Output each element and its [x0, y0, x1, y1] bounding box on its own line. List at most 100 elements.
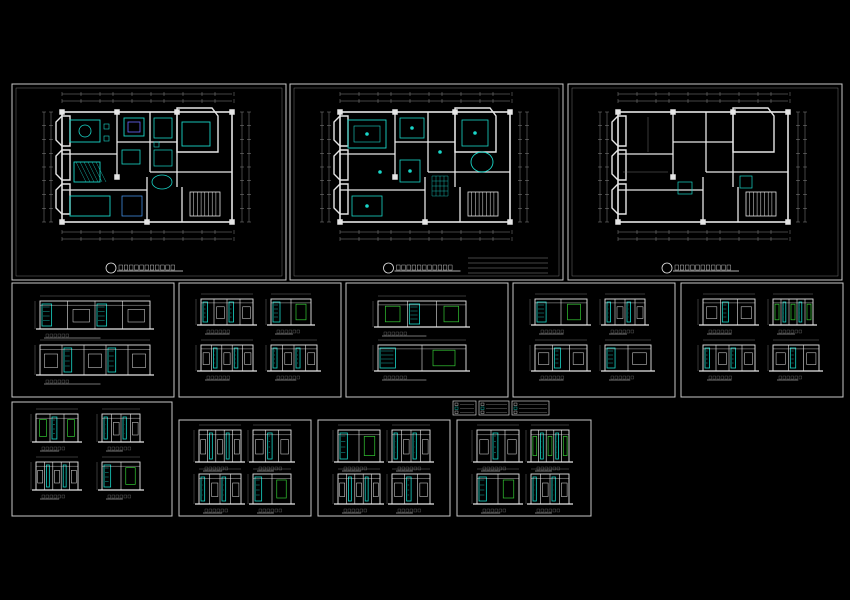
- column: [144, 219, 150, 225]
- caption-glyph: [786, 375, 790, 380]
- elevation-sheet-5: [680, 282, 844, 398]
- caption-glyph: [552, 375, 556, 380]
- caption-glyph: [417, 466, 421, 471]
- caption-glyph: [220, 508, 224, 513]
- drawing-title: [383, 262, 461, 274]
- caption-glyph: [45, 379, 49, 384]
- caption-glyph: [548, 508, 552, 513]
- caption-glyph: [216, 508, 220, 513]
- caption-glyph: [351, 466, 355, 471]
- elevation-sheet-4: [512, 282, 676, 398]
- caption-glyph: [383, 331, 387, 336]
- cyan-panel: [798, 301, 803, 323]
- caption-glyph: [284, 375, 288, 380]
- cyan-panel: [626, 301, 631, 323]
- title-glyph: [680, 264, 685, 271]
- caption-glyph: [262, 466, 266, 471]
- caption-glyph: [391, 375, 395, 380]
- elevation-drawing: [30, 408, 82, 452]
- caption-glyph: [214, 329, 218, 334]
- bay-window: [611, 149, 627, 181]
- caption-glyph: [622, 375, 626, 380]
- caption-glyph: [798, 329, 802, 334]
- light-fixture: [378, 170, 382, 174]
- door-frame: [479, 439, 489, 455]
- cyan-panel: [393, 432, 398, 460]
- title-glyph: [170, 264, 175, 271]
- cyan-panel: [225, 432, 230, 460]
- caption-glyph: [778, 329, 782, 334]
- caption-glyph: [387, 375, 391, 380]
- green-panel: [532, 436, 538, 456]
- ceiling-fixtures: [347, 117, 494, 217]
- title-glyph: [700, 264, 705, 271]
- cyan-panel: [379, 347, 396, 369]
- caption-glyph: [41, 446, 45, 451]
- door-frame: [88, 353, 102, 368]
- caption-glyph: [486, 466, 490, 471]
- caption-glyph: [45, 494, 49, 499]
- door-frame: [242, 306, 251, 319]
- caption-glyph: [720, 375, 724, 380]
- hatch: [79, 161, 91, 183]
- elevation-drawing: [195, 339, 257, 381]
- caption-glyph: [115, 446, 119, 451]
- caption-glyph: [614, 329, 618, 334]
- caption-glyph: [630, 329, 634, 334]
- column: [174, 109, 180, 115]
- caption-glyph: [222, 329, 226, 334]
- cyan-panel: [536, 301, 547, 323]
- caption-glyph: [210, 329, 214, 334]
- caption-glyph: [218, 329, 222, 334]
- caption-glyph: [343, 508, 347, 513]
- sheet-border: [317, 419, 451, 517]
- green-panel: [276, 479, 287, 499]
- hatch: [83, 161, 95, 183]
- caption-glyph: [258, 466, 262, 471]
- caption-glyph: [57, 494, 61, 499]
- caption-glyph: [403, 331, 407, 336]
- floor-plan-row: [11, 83, 843, 281]
- caption-glyph: [61, 446, 65, 451]
- elevation-sheet-3: [345, 282, 509, 398]
- caption-glyph: [343, 466, 347, 471]
- caption-glyph: [708, 329, 712, 334]
- caption-glyph: [292, 375, 296, 380]
- caption-glyph: [292, 329, 296, 334]
- caption-glyph: [724, 329, 728, 334]
- caption-glyph: [482, 466, 486, 471]
- door-frame: [507, 439, 517, 455]
- title-marker: [383, 262, 394, 274]
- legend-symbol: [454, 410, 459, 414]
- caption-glyph: [274, 508, 278, 513]
- ceiling-panel: [399, 159, 421, 183]
- sheet-border: [178, 419, 312, 517]
- staircase: [189, 191, 221, 217]
- cyan-panel: [789, 347, 797, 369]
- ceiling-panel: [351, 195, 383, 217]
- caption-glyph: [123, 494, 127, 499]
- caption-glyph: [630, 375, 634, 380]
- caption-glyph: [498, 508, 502, 513]
- door-frame: [706, 306, 718, 319]
- caption-glyph: [107, 446, 111, 451]
- caption-glyph: [397, 508, 401, 513]
- sheet-inner-border: [15, 87, 283, 277]
- elevation-drawing: [247, 424, 295, 472]
- door-frame: [280, 439, 289, 455]
- caption-glyph: [399, 331, 403, 336]
- caption-glyph: [115, 494, 119, 499]
- caption-glyph: [278, 466, 282, 471]
- door-frame: [223, 352, 231, 365]
- sheet-border: [11, 401, 173, 517]
- elevation-drawing: [525, 468, 573, 514]
- legend-symbol: [480, 406, 485, 410]
- cyan-panel: [103, 464, 112, 488]
- door-frame: [542, 482, 549, 497]
- light-fixture: [473, 131, 477, 135]
- title-glyph: [706, 264, 711, 271]
- plan-sheet-1: [11, 83, 287, 281]
- cyan-panel: [122, 416, 127, 440]
- caption-glyph: [502, 508, 506, 513]
